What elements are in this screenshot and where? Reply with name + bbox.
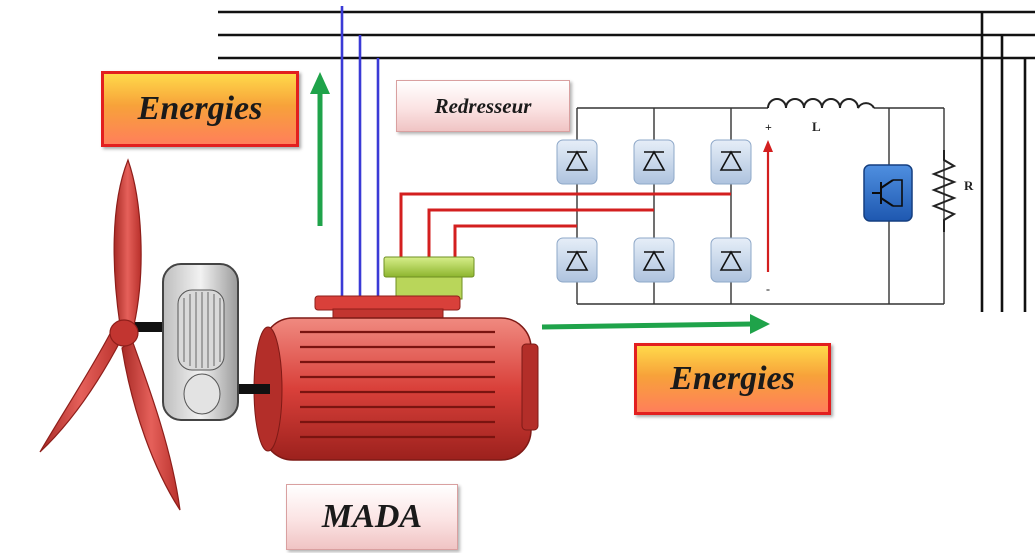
energy-arrow-right: [541, 314, 770, 334]
diode-icon: [710, 237, 752, 283]
energy-label-left: Energies: [101, 71, 299, 147]
dc-minus-label: -: [766, 282, 770, 296]
energy-label-right: Energies: [634, 343, 831, 415]
stator-wires: [340, 6, 380, 302]
generator-icon: [253, 295, 539, 461]
slip-ring-block: [383, 256, 475, 300]
energy-arrow-up: [310, 72, 330, 226]
diode-icon: [710, 139, 752, 185]
gearbox-icon: [162, 263, 239, 421]
resistor-icon: [931, 150, 957, 232]
diode-icon: [556, 237, 598, 283]
rotor-wires: [399, 192, 731, 260]
shafts: [132, 322, 270, 394]
machine-label: MADA: [286, 484, 458, 550]
rectifier-label: Redresseur: [396, 80, 570, 132]
grid-bus: [218, 10, 1035, 312]
dc-plus-label: +: [765, 120, 772, 134]
igbt-transistor-icon: [863, 164, 913, 222]
wind-turbine-icon: [39, 158, 181, 511]
inductor-icon: [767, 98, 875, 109]
resistor-label: R: [964, 178, 974, 193]
dc-voltage-arrow: [763, 140, 773, 272]
inductor-label: L: [812, 119, 821, 134]
diode-icon: [633, 139, 675, 185]
diode-icon: [556, 139, 598, 185]
diode-icon: [633, 237, 675, 283]
